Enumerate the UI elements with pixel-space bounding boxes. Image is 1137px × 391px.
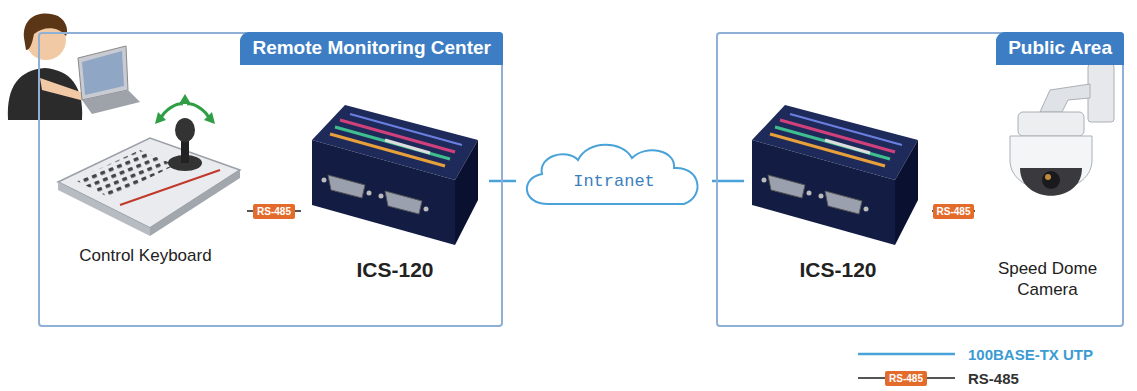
legend-text: 100BASE-TX UTP	[968, 346, 1093, 363]
legend-utp-line	[858, 353, 955, 356]
operator-figure	[8, 14, 140, 120]
region-title: Public Area	[996, 32, 1124, 65]
node-label: ICS-120	[744, 258, 932, 282]
node-label: Control Keyboard	[44, 246, 247, 266]
cloud-node: Intranet	[516, 150, 712, 212]
signal-tag: RS-485	[933, 204, 975, 219]
legend-text: RS-485	[968, 370, 1019, 387]
dev-node: ICS-120	[744, 90, 932, 282]
region-box: Remote Monitoring CenterControl Keyboard…	[38, 32, 503, 327]
node-label: ICS-120	[301, 258, 489, 282]
node-label: Intranet	[516, 172, 712, 191]
legend-signal-tag: RS-485	[885, 371, 927, 386]
cam-node: Speed Dome Camera	[975, 60, 1120, 300]
device-illustration	[752, 105, 918, 245]
signal-tag: RS-485	[253, 204, 295, 219]
dev-node: ICS-120	[301, 90, 489, 282]
region-box: Public AreaICS-120 Speed Dome Camera	[716, 32, 1124, 327]
kb-node: Control Keyboard	[44, 118, 247, 266]
region-title: Remote Monitoring Center	[240, 32, 503, 65]
control-keyboard-illustration	[58, 94, 240, 236]
device-illustration	[312, 105, 478, 245]
node-label: Speed Dome Camera	[988, 259, 1108, 300]
speed-dome-camera-illustration	[1010, 64, 1114, 196]
